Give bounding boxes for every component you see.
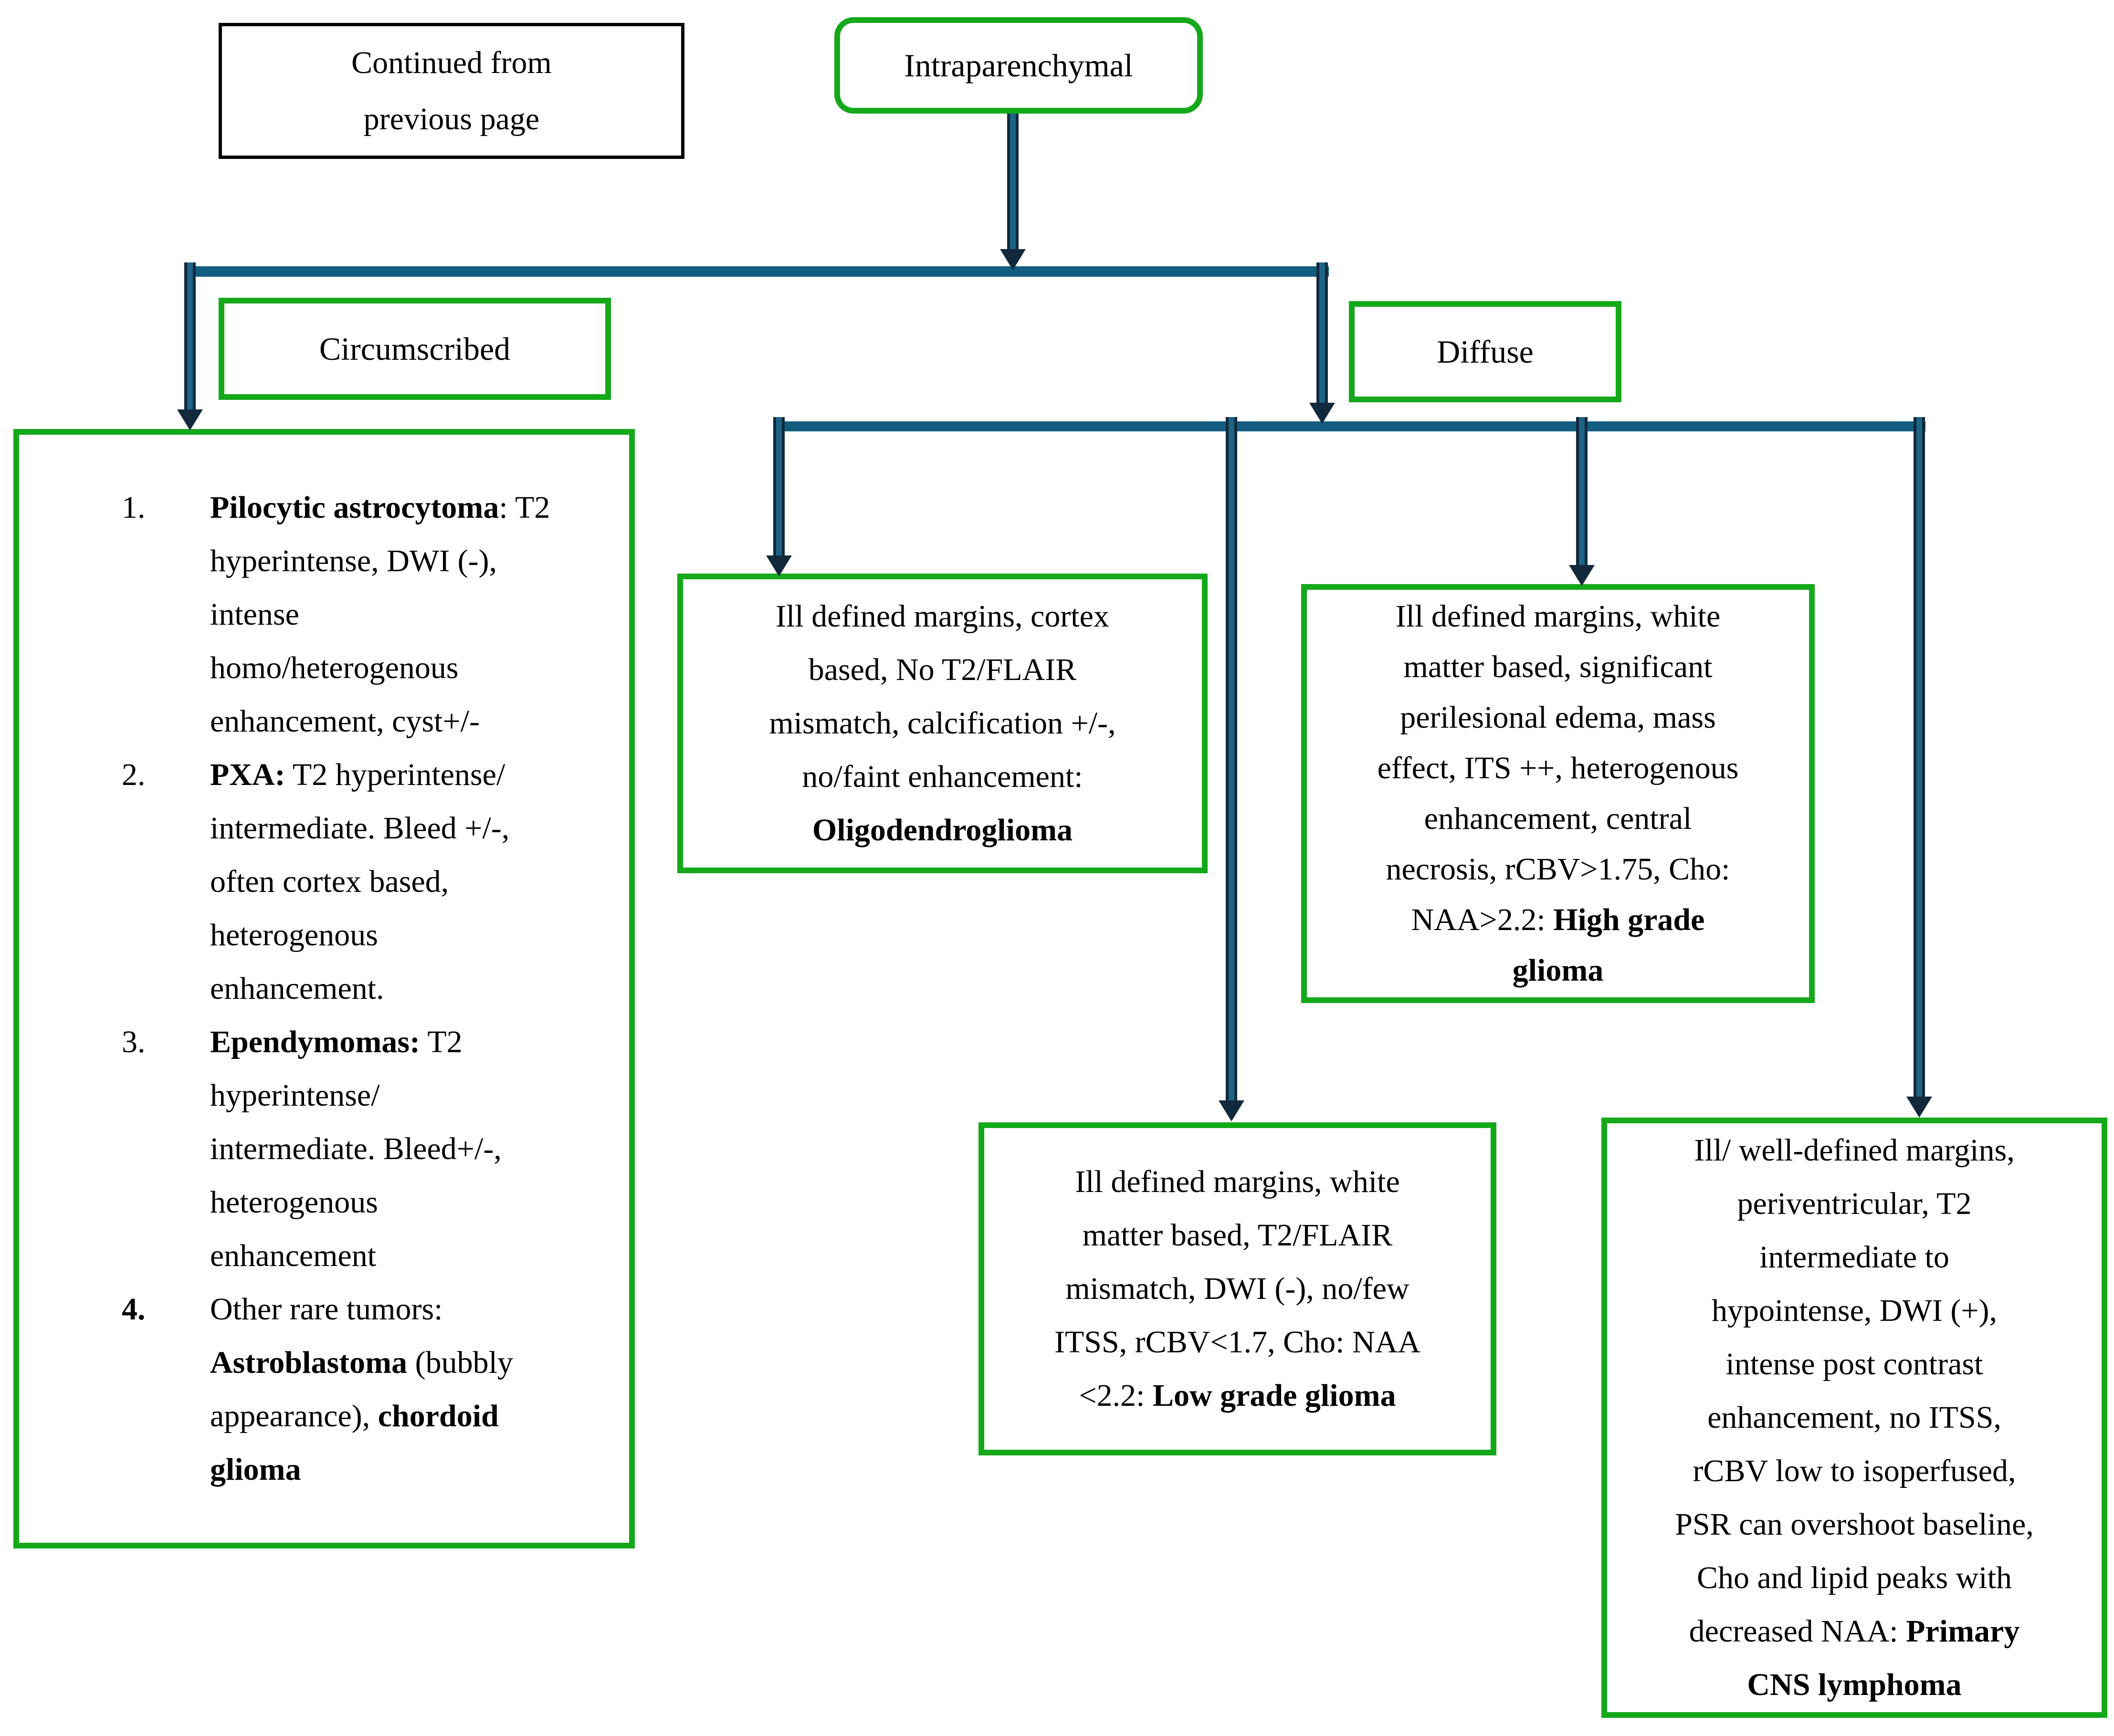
- list-item-2: 2. PXA: T2 hyperintense/intermediate. Bl…: [122, 748, 611, 1015]
- down-arrow-oligodendroglioma-icon: [766, 417, 792, 576]
- node-diffuse: Diffuse: [1349, 301, 1621, 402]
- list-item-number: 2.: [122, 757, 146, 792]
- list-item-text: PXA: T2 hyperintense/intermediate. Bleed…: [210, 757, 510, 1006]
- down-arrow-high-grade-glioma-icon: [1569, 417, 1595, 586]
- down-arrow-low-grade-glioma-icon: [1219, 417, 1244, 1121]
- down-arrow-primary-cns-lymphoma-icon: [1906, 417, 1932, 1118]
- node-primary-cns-lymphoma: Ill/ well-defined margins,periventricula…: [1601, 1118, 2107, 1718]
- down-arrow-circumscribed-icon: [177, 262, 203, 430]
- node-diffuse-label: Diffuse: [1437, 334, 1534, 370]
- down-arrow-root-icon: [1000, 114, 1026, 270]
- node-circumscribed-label: Circumscribed: [319, 331, 511, 367]
- list-item-number: 1.: [122, 490, 146, 525]
- down-arrow-diffuse-icon: [1309, 262, 1335, 424]
- node-intraparenchymal-label: Intraparenchymal: [904, 47, 1133, 84]
- list-item-number: 4.: [122, 1292, 146, 1327]
- connector-bar-top-split: [184, 266, 1329, 277]
- connector-bar-diffuse-split: [773, 421, 1925, 431]
- node-primary-cns-lymphoma-text: Ill/ well-defined margins,periventricula…: [1675, 1133, 2034, 1702]
- list-item-4: 4. Other rare tumors:Astroblastoma (bubb…: [122, 1283, 611, 1496]
- node-circumscribed: Circumscribed: [219, 298, 611, 400]
- node-intraparenchymal: Intraparenchymal: [834, 17, 1203, 114]
- list-item-number: 3.: [122, 1025, 146, 1059]
